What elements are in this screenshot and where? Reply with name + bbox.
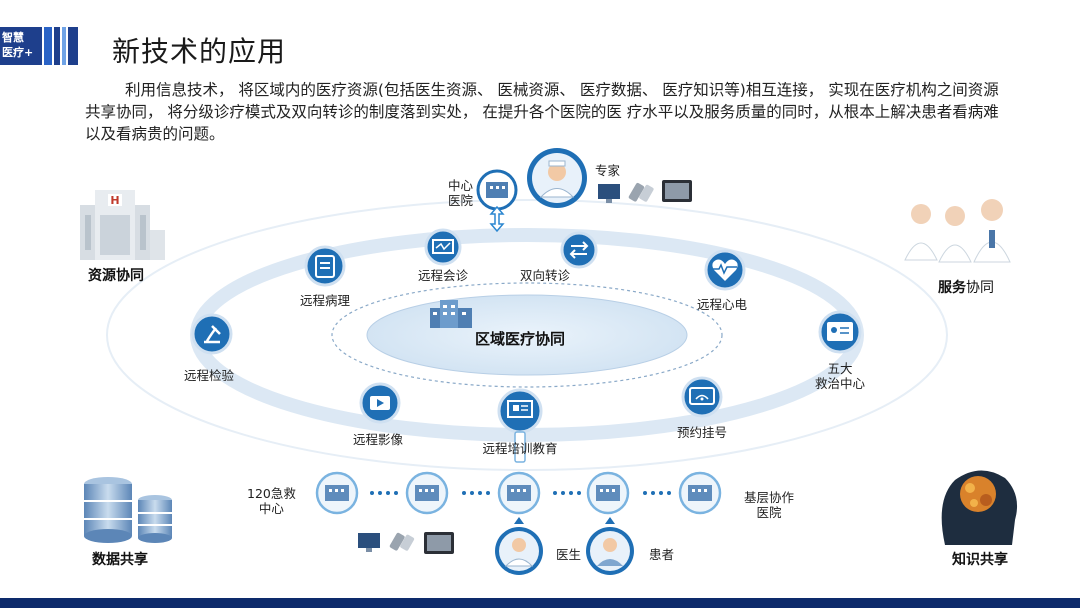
patient-avatar-icon xyxy=(586,517,634,575)
remote-consultation-label: 远程会诊 xyxy=(417,268,469,283)
inner-ring xyxy=(331,282,723,388)
logo: 智慧 医疗+ xyxy=(0,27,80,65)
resource-collab-label: 资源协同 xyxy=(88,268,144,284)
remote-imaging-label: 远程影像 xyxy=(352,432,404,447)
description-paragraph: 利用信息技术， 将区域内的医疗资源(包括医生资源、 医械资源、 医疗数据、 医疗… xyxy=(85,81,999,143)
medical-staff-icon xyxy=(904,199,1011,263)
bottom-monitor-icon xyxy=(358,533,380,552)
remote-pathology-label: 远程病理 xyxy=(299,293,351,308)
doctor-label: 医生 xyxy=(556,547,582,562)
data-sharing-label: 数据共享 xyxy=(92,552,148,568)
service-collab-label: 服务协同 xyxy=(938,281,994,296)
primary-hospital-label: 基层协作 医院 xyxy=(744,490,795,520)
remote-consultation-icon xyxy=(424,228,462,266)
appointment-icon xyxy=(681,376,723,418)
center-label: 区域医疗协同 xyxy=(474,330,566,348)
training-link-arrow xyxy=(514,431,526,463)
remote-lab-label: 远程检验 xyxy=(183,368,235,383)
hospital-node-3-icon xyxy=(497,471,541,515)
remote-ecg-icon xyxy=(704,249,746,291)
bottom-tablet-icon xyxy=(424,532,454,554)
dot-connector xyxy=(370,491,671,495)
hospital-building-icon: H xyxy=(80,190,165,260)
five-centers-icon xyxy=(818,310,862,354)
knowledge-sharing-label: 知识共享 xyxy=(952,552,1008,568)
brain-head-icon xyxy=(941,470,1018,545)
svg-text:H: H xyxy=(110,194,119,207)
expert-avatar-icon xyxy=(527,148,587,208)
expert-label: 专家 xyxy=(595,163,621,178)
appointment-label: 预约挂号 xyxy=(676,425,728,440)
patient-label: 患者 xyxy=(649,547,675,562)
footer-bar xyxy=(0,598,1080,608)
emergency-center-label: 120急救 中心 xyxy=(247,486,296,516)
remote-training-label: 远程培训教育 xyxy=(482,441,558,456)
outer-ring xyxy=(106,199,948,471)
logo-text-1: 智慧 xyxy=(2,31,24,44)
remote-imaging-icon xyxy=(359,382,401,424)
bottom-phone-icon xyxy=(389,532,415,551)
tablet-icon xyxy=(662,180,692,202)
doctor-avatar-icon xyxy=(495,517,543,575)
logo-text-2: 医疗+ xyxy=(2,46,34,59)
page-title: 新技术的应用 xyxy=(112,35,287,68)
hospital-node-4-icon xyxy=(586,471,630,515)
hospital-node-5-icon xyxy=(678,471,722,515)
remote-ecg-label: 远程心电 xyxy=(696,297,748,312)
double-arrow-icon xyxy=(489,205,505,233)
remote-pathology-icon xyxy=(304,245,346,287)
central-hospital-icon xyxy=(476,169,518,211)
monitor-icon xyxy=(598,184,620,203)
hospital-node-1-icon xyxy=(315,471,359,515)
database-icon xyxy=(84,477,172,543)
phone-icon xyxy=(628,182,654,202)
remote-training-icon xyxy=(497,388,543,434)
central-hospital-label: 中心 医院 xyxy=(448,178,474,208)
service-collab-rest: 协同 xyxy=(966,280,994,296)
hospital-node-2-icon xyxy=(405,471,449,515)
remote-lab-icon xyxy=(191,313,233,355)
two-way-referral-icon xyxy=(560,231,598,269)
two-way-referral-label: 双向转诊 xyxy=(519,268,571,283)
service-collab-bold: 服务 xyxy=(938,280,966,296)
five-centers-label: 五大 救治中心 xyxy=(814,361,866,391)
center-building-icon xyxy=(430,300,472,328)
